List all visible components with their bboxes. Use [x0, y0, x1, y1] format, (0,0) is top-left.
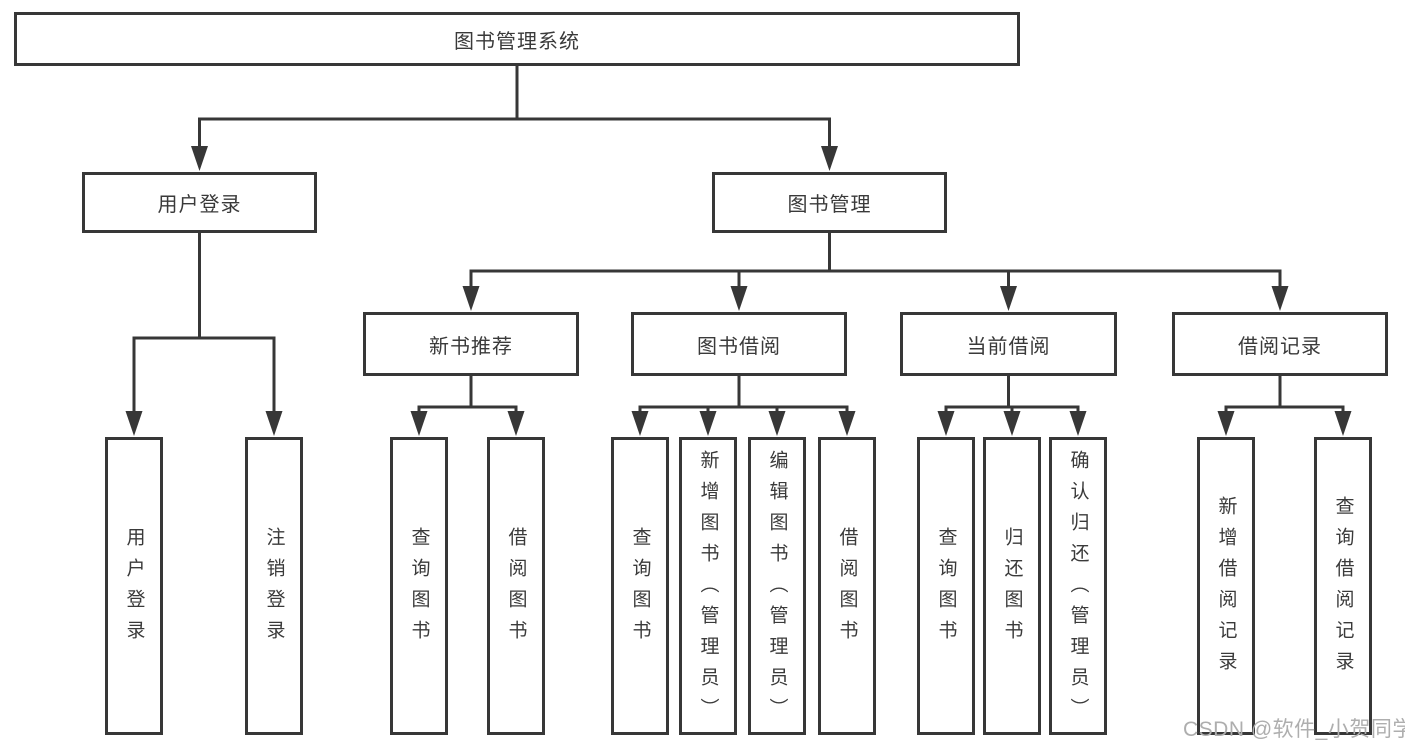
node-leaf-logout: 注销登录 — [245, 437, 303, 735]
node-n-current-borrow: 当前借阅 — [900, 312, 1117, 376]
node-leaf-query-book-3: 查询图书 — [917, 437, 975, 735]
connector-root — [191, 66, 838, 171]
node-leaf-user-login: 用户登录 — [105, 437, 163, 735]
node-label: 图书借阅 — [697, 335, 781, 358]
node-label: 当前借阅 — [966, 335, 1051, 358]
node-label: 用户登录 — [123, 527, 145, 651]
arrowhead-icon — [1000, 286, 1017, 311]
arrowhead-icon — [699, 411, 717, 436]
node-leaf-borrow-book-1: 借阅图书 — [487, 437, 545, 735]
node-leaf-query-borrow-record: 查询借阅记录 — [1314, 437, 1372, 735]
node-leaf-query-book-2: 查询图书 — [611, 437, 669, 735]
arrowhead-icon — [125, 411, 143, 436]
connector-n-book-mgmt — [462, 233, 1289, 311]
node-label: 用户登录 — [157, 194, 242, 216]
arrowhead-icon — [1271, 286, 1289, 311]
arrowhead-icon — [507, 411, 525, 436]
connector-n-borrow-records — [1217, 376, 1352, 436]
node-label: 图书管理系统 — [454, 30, 580, 53]
arrowhead-icon — [1003, 411, 1021, 436]
node-leaf-confirm-return: 确认归还（管理员） — [1049, 437, 1107, 735]
node-n-borrow-records: 借阅记录 — [1172, 312, 1388, 376]
connector-n-new-book-rec — [410, 376, 525, 436]
node-label: 查询图书 — [408, 527, 430, 651]
node-label: 借阅图书 — [505, 527, 527, 651]
connector-n-current-borrow — [937, 376, 1087, 436]
arrowhead-icon — [730, 286, 748, 311]
node-label: 图书管理 — [787, 194, 872, 216]
node-label: 新书推荐 — [429, 335, 513, 358]
node-label: 借阅图书 — [836, 527, 858, 651]
node-leaf-add-book: 新增图书（管理员） — [679, 437, 737, 735]
arrowhead-icon — [838, 411, 856, 436]
arrowhead-icon — [821, 146, 838, 171]
node-label: 归还图书 — [1001, 527, 1023, 651]
arrowhead-icon — [1334, 411, 1352, 436]
watermark: CSDN @软件_小贺同学 — [1183, 718, 1405, 741]
node-label: 新增借阅记录 — [1215, 496, 1237, 682]
node-leaf-edit-book: 编辑图书（管理员） — [748, 437, 806, 735]
node-n-user-login: 用户登录 — [82, 172, 317, 233]
arrowhead-icon — [1217, 411, 1235, 436]
node-n-book-mgmt: 图书管理 — [712, 172, 947, 233]
node-label: 确认归还（管理员） — [1067, 449, 1089, 729]
arrowhead-icon — [631, 411, 649, 436]
node-label: 借阅记录 — [1238, 335, 1322, 358]
arrowhead-icon — [410, 411, 428, 436]
connector-n-user-login — [125, 233, 283, 436]
node-n-new-book-rec: 新书推荐 — [363, 312, 579, 376]
node-n-book-borrow: 图书借阅 — [631, 312, 847, 376]
node-leaf-return-book: 归还图书 — [983, 437, 1041, 735]
node-leaf-borrow-book-2: 借阅图书 — [818, 437, 876, 735]
arrowhead-icon — [1069, 411, 1087, 436]
node-leaf-query-book-1: 查询图书 — [390, 437, 448, 735]
arrowhead-icon — [265, 411, 283, 436]
node-label: 编辑图书（管理员） — [766, 449, 788, 729]
arrowhead-icon — [462, 286, 480, 311]
arrowhead-icon — [191, 146, 208, 171]
node-label: 查询图书 — [935, 527, 957, 651]
arrowhead-icon — [937, 411, 955, 436]
node-leaf-add-borrow-record: 新增借阅记录 — [1197, 437, 1255, 735]
node-label: 查询图书 — [629, 527, 651, 651]
node-label: 注销登录 — [263, 527, 285, 651]
node-label: 查询借阅记录 — [1332, 496, 1354, 682]
arrowhead-icon — [768, 411, 786, 436]
connector-n-book-borrow — [631, 376, 856, 436]
node-label: 新增图书（管理员） — [697, 449, 719, 729]
node-root: 图书管理系统 — [14, 12, 1020, 66]
